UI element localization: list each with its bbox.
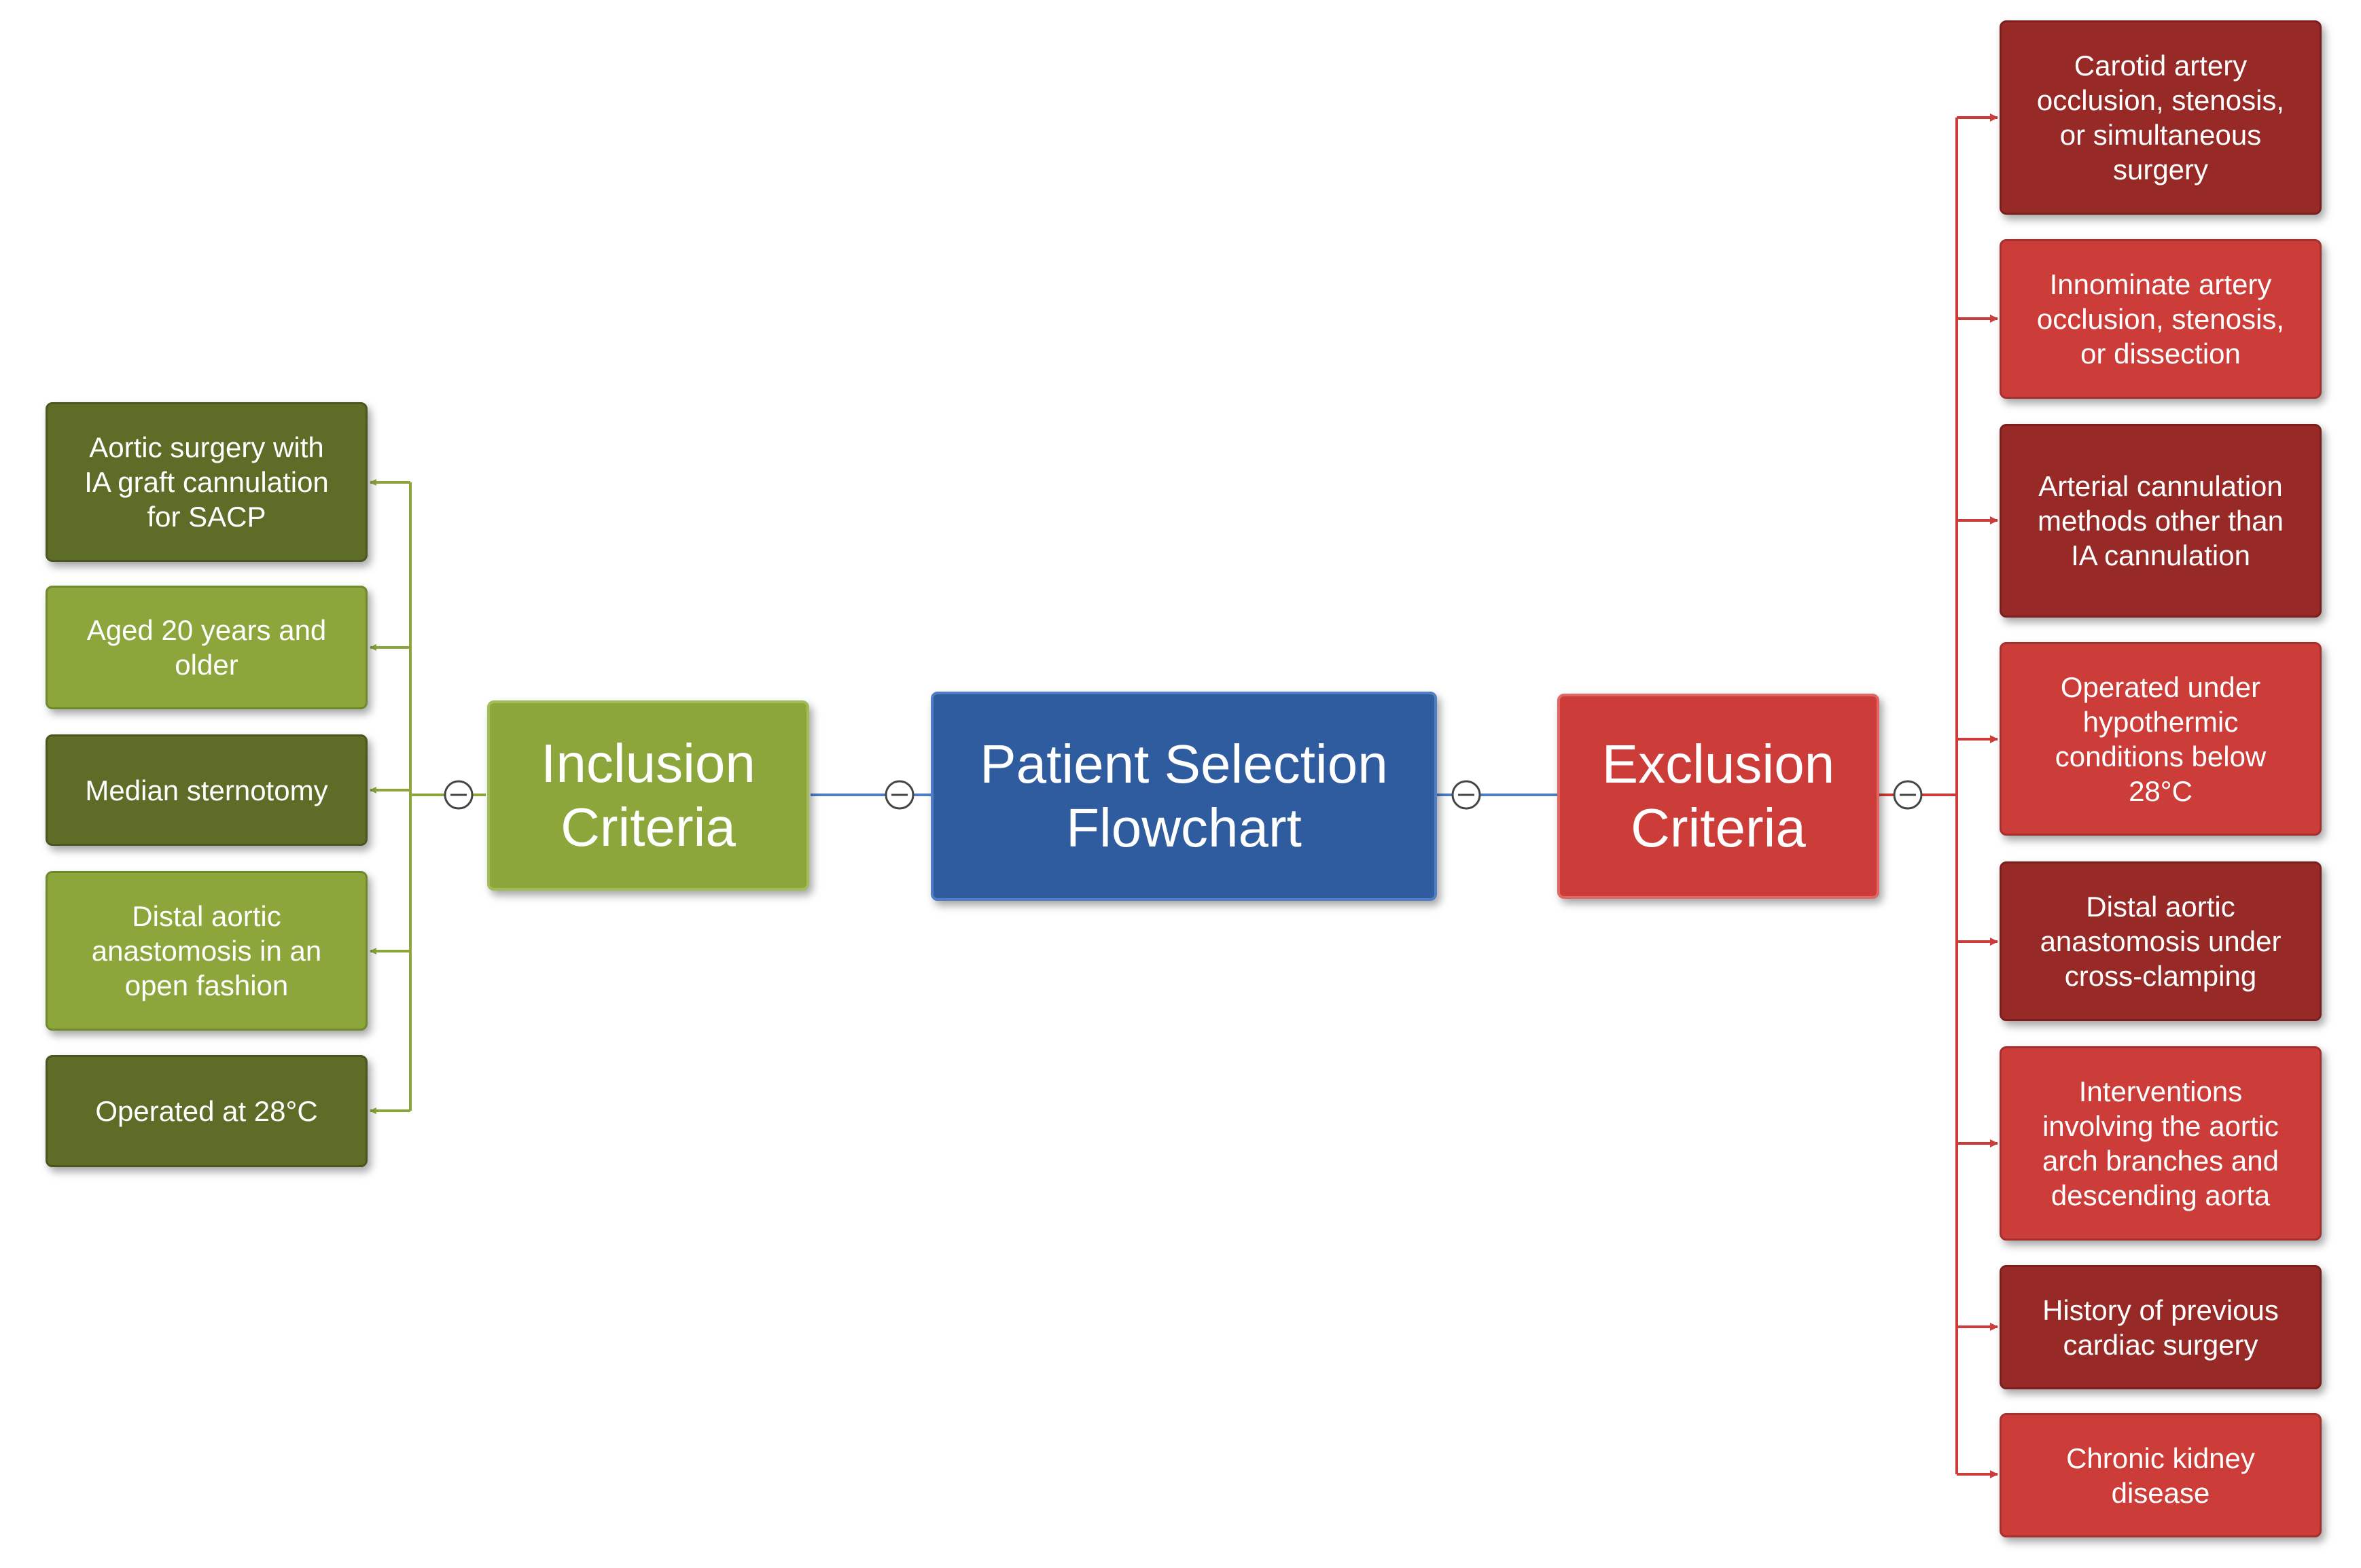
center-node[interactable]: Patient Selection Flowchart <box>931 692 1437 901</box>
exclusion-criteria-label: Exclusion Criteria <box>1601 734 1835 858</box>
inclusion-item[interactable]: Aged 20 years and older <box>46 586 368 709</box>
circle-minus-icon[interactable] <box>1451 780 1481 810</box>
inclusion-criteria-label: Inclusion Criteria <box>541 733 756 857</box>
inclusion-item-label: Distal aortic anastomosis in an open fas… <box>91 900 322 1001</box>
circle-minus-icon[interactable] <box>1893 780 1923 810</box>
inclusion-item-label: Operated at 28°C <box>95 1095 318 1127</box>
exclusion-criteria-node[interactable]: Exclusion Criteria <box>1557 694 1879 899</box>
inclusion-item-label: Aortic surgery with IA graft cannulation… <box>84 431 329 533</box>
inclusion-item[interactable]: Distal aortic anastomosis in an open fas… <box>46 871 368 1031</box>
inclusion-criteria-node[interactable]: Inclusion Criteria <box>487 700 809 891</box>
exclusion-item-label: Arterial cannulation methods other than … <box>2038 470 2284 571</box>
exclusion-item-label: Carotid artery occlusion, stenosis, or s… <box>2036 50 2285 185</box>
exclusion-item[interactable]: Carotid artery occlusion, stenosis, or s… <box>2000 20 2322 215</box>
exclusion-item-label: Innominate artery occlusion, stenosis, o… <box>2036 268 2285 370</box>
circle-minus-icon[interactable] <box>885 780 915 810</box>
exclusion-item[interactable]: Innominate artery occlusion, stenosis, o… <box>2000 239 2322 399</box>
exclusion-item-label: Distal aortic anastomosis under cross-cl… <box>2040 891 2282 992</box>
inclusion-item[interactable]: Median sternotomy <box>46 734 368 846</box>
exclusion-item[interactable]: Interventions involving the aortic arch … <box>2000 1046 2322 1241</box>
exclusion-item-label: Interventions involving the aortic arch … <box>2042 1075 2279 1211</box>
exclusion-item[interactable]: Chronic kidney disease <box>2000 1413 2322 1537</box>
inclusion-item[interactable]: Aortic surgery with IA graft cannulation… <box>46 402 368 562</box>
exclusion-item-label: Operated under hypothermic conditions be… <box>2055 671 2267 807</box>
exclusion-item[interactable]: Operated under hypothermic conditions be… <box>2000 642 2322 836</box>
exclusion-item-label: Chronic kidney disease <box>2066 1442 2255 1509</box>
inclusion-item-label: Aged 20 years and older <box>86 614 327 681</box>
center-node-label: Patient Selection Flowchart <box>980 734 1388 858</box>
exclusion-item-label: History of previous cardiac surgery <box>2042 1294 2279 1361</box>
exclusion-item[interactable]: History of previous cardiac surgery <box>2000 1265 2322 1389</box>
inclusion-item-label: Median sternotomy <box>85 774 328 806</box>
exclusion-item[interactable]: Distal aortic anastomosis under cross-cl… <box>2000 861 2322 1021</box>
exclusion-item[interactable]: Arterial cannulation methods other than … <box>2000 424 2322 618</box>
inclusion-item[interactable]: Operated at 28°C <box>46 1055 368 1167</box>
circle-minus-icon[interactable] <box>444 780 474 810</box>
